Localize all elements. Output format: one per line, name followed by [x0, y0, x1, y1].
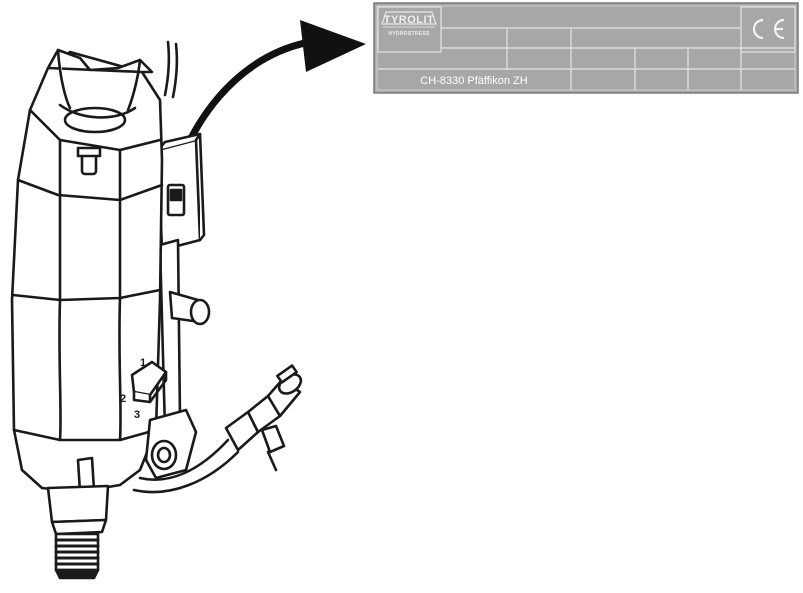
water-connection-bracket — [144, 408, 198, 480]
drill-spindle — [46, 484, 110, 580]
svg-text:2: 2 — [120, 393, 126, 405]
side-knob — [168, 290, 211, 326]
plate-address: CH-8330 Pfäffikon ZH — [420, 75, 527, 87]
plate-grid — [377, 6, 796, 90]
power-cable — [163, 40, 179, 99]
mounting-plate — [158, 238, 182, 432]
control-box — [156, 132, 206, 252]
core-drill-motor: 1 2 3 — [10, 40, 303, 580]
svg-text:1: 1 — [140, 357, 146, 369]
tyrolit-logo-icon: TYROLIT HYDROSTRESS — [381, 11, 437, 37]
motor-housing — [10, 50, 164, 494]
rating-plate: TYROLIT HYDROSTRESS CH-8330 Pfäffikon ZH — [373, 2, 799, 94]
svg-text:3: 3 — [134, 409, 140, 421]
svg-text:TYROLIT: TYROLIT — [384, 14, 435, 26]
motor-top-cap — [46, 48, 154, 176]
svg-text:HYDROSTRESS: HYDROSTRESS — [388, 31, 430, 37]
gear-selector-knob: 1 2 3 — [120, 357, 168, 421]
ce-mark-icon — [752, 18, 785, 40]
water-valve-fitting — [224, 364, 303, 472]
water-hose — [132, 438, 240, 494]
housing-ribs — [11, 108, 164, 442]
